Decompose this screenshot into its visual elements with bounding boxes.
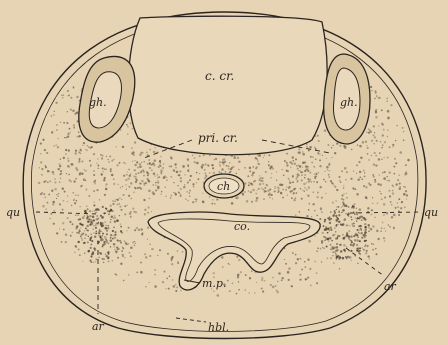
label-qu-left: qu (6, 206, 20, 219)
label-cavum-cranii: c. cr. (205, 69, 234, 83)
label-ar-left: ar (92, 320, 105, 333)
label-pri-cr: pri. cr. (198, 131, 238, 145)
label-ch: ch (217, 180, 230, 193)
label-co: co. (234, 220, 250, 233)
label-gh-left: gh. (89, 96, 107, 109)
label-qu-right: qu (424, 206, 438, 219)
label-mp: m.p. (202, 277, 226, 290)
label-hbl: hbl. (208, 321, 229, 334)
label-ar-right: ar (384, 280, 397, 293)
label-gh-right: gh. (340, 96, 358, 109)
